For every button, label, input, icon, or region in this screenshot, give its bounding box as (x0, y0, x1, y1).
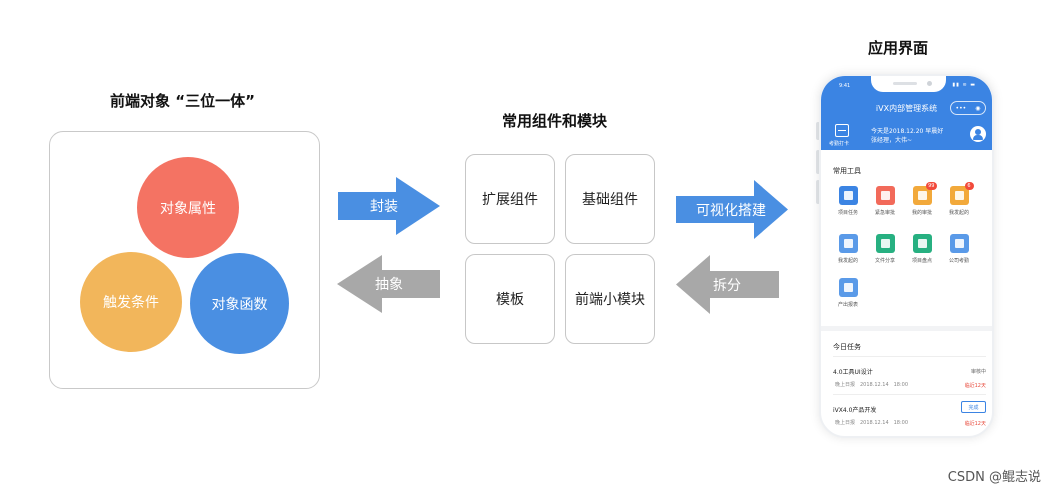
tool-icon[interactable] (838, 186, 858, 205)
visual-build-arrow: 可视化搭建 (676, 180, 788, 239)
tool-label: 我发起的 (837, 258, 858, 264)
abstract-arrow-label: 抽象 (375, 277, 403, 293)
task-status: 审核中 (970, 369, 986, 375)
watermark: CSDN @鲲志说 (947, 470, 1041, 485)
app-title: iVX内部管理系统 (875, 104, 938, 113)
close-icon[interactable]: ◉ (975, 104, 981, 112)
task-due: 临近12天 (964, 383, 986, 389)
user-avatar-icon[interactable] (970, 126, 986, 142)
tool-icon[interactable] (875, 234, 895, 253)
abstract-arrow: 抽象 (337, 255, 440, 313)
status-time: 9:41 (839, 83, 851, 89)
task-due: 临近12天 (964, 421, 986, 427)
greeting-name: 张经理，大伟~ (871, 137, 913, 144)
phone-side-button (816, 122, 820, 140)
tool-label: 项目任务 (837, 210, 858, 216)
tool-item[interactable]: 项目盘点 (903, 234, 941, 264)
divider (833, 356, 986, 357)
notification-badge: 6 (964, 182, 974, 190)
basic-component-box: 基础组件 (565, 154, 655, 244)
task-name[interactable]: 4.0工具UI设计 (833, 369, 873, 376)
task-meta: 晚上日报 2018.12.14 18:00 (835, 420, 909, 426)
mini-program-capsule[interactable]: ••• ◉ (950, 101, 986, 115)
tasks-section-title: 今日任务 (833, 343, 861, 351)
object-function-label: 对象函数 (211, 296, 268, 313)
notification-badge: 99 (926, 182, 937, 190)
basic-component-label: 基础组件 (582, 192, 638, 208)
tool-icon[interactable] (875, 186, 895, 205)
template-label: 模板 (496, 292, 524, 308)
tool-icon[interactable]: 6 (949, 182, 974, 205)
tool-item[interactable]: 项目任务 (829, 186, 867, 216)
phone-side-button (816, 150, 820, 174)
trigger-condition-circle: 触发条件 (80, 252, 182, 352)
trinity-frame (49, 131, 320, 389)
tool-icon[interactable] (912, 234, 932, 253)
phone-side-button (816, 180, 820, 204)
object-attribute-circle: 对象属性 (137, 157, 239, 258)
tool-label: 产出报表 (837, 302, 858, 308)
split-arrow: 拆分 (676, 255, 779, 314)
task-name[interactable]: iVX4.0产品开发 (833, 407, 877, 414)
tool-label: 项目盘点 (911, 258, 932, 264)
phone-notch (871, 76, 946, 92)
camera-icon (927, 81, 932, 86)
object-attribute-label: 对象属性 (160, 200, 216, 217)
tool-label: 文件分享 (874, 258, 895, 264)
package-arrow: 封装 (338, 177, 440, 235)
package-arrow-label: 封装 (370, 199, 398, 215)
divider (833, 394, 986, 395)
frontend-mini-module-box: 前端小模块 (565, 254, 655, 344)
extension-component-label: 扩展组件 (482, 192, 538, 208)
tool-label: 我的审批 (911, 210, 932, 216)
tool-label: 公司考勤 (948, 258, 969, 264)
phone-mockup: 9:41 ▮▮ ≋ ▬ iVX内部管理系统 ••• ◉ 考勤打卡 今天是2018… (819, 74, 994, 438)
tool-label: 紧急审批 (874, 210, 895, 216)
checkin-label[interactable]: 考勤打卡 (829, 141, 850, 147)
scan-icon[interactable] (835, 124, 849, 137)
tool-icon[interactable] (838, 234, 858, 253)
tool-icon[interactable] (838, 278, 858, 297)
tool-item[interactable]: 我发起的 (829, 234, 867, 264)
object-function-circle: 对象函数 (190, 253, 289, 354)
extension-component-box: 扩展组件 (465, 154, 555, 244)
app-header: 9:41 ▮▮ ≋ ▬ iVX内部管理系统 ••• ◉ 考勤打卡 今天是2018… (821, 76, 992, 150)
section-divider (821, 326, 992, 331)
tools-section-title: 常用工具 (833, 167, 861, 175)
visual-build-arrow-label: 可视化搭建 (696, 202, 766, 219)
task-meta: 晚上日报 2018.12.14 18:00 (835, 382, 909, 388)
tool-item[interactable]: 紧急审批 (866, 186, 904, 216)
trigger-condition-label: 触发条件 (103, 295, 159, 311)
tool-item[interactable]: 6 我发起的 (940, 182, 978, 216)
split-arrow-label: 拆分 (713, 277, 741, 294)
status-icons: ▮▮ ≋ ▬ (952, 82, 976, 88)
tool-item[interactable]: 99 我的审批 (903, 182, 941, 216)
tool-icon[interactable] (949, 234, 969, 253)
components-heading: 常用组件和模块 (502, 112, 608, 130)
speaker-grille (893, 82, 917, 85)
greeting-date: 今天是2018.12.20 早晨好 (871, 128, 944, 135)
tool-item[interactable]: 文件分享 (866, 234, 904, 264)
tool-item[interactable]: 产出报表 (829, 278, 867, 308)
frontend-mini-module-label: 前端小模块 (575, 292, 645, 308)
app-interface-heading: 应用界面 (868, 39, 929, 57)
tool-label: 我发起的 (948, 210, 969, 216)
tool-icon[interactable]: 99 (912, 182, 937, 205)
more-icon[interactable]: ••• (955, 104, 967, 112)
template-box: 模板 (465, 254, 555, 344)
front-objects-heading: 前端对象 “三位一体” (110, 92, 255, 110)
complete-button[interactable]: 完成 (961, 401, 986, 413)
tool-item[interactable]: 公司考勤 (940, 234, 978, 264)
